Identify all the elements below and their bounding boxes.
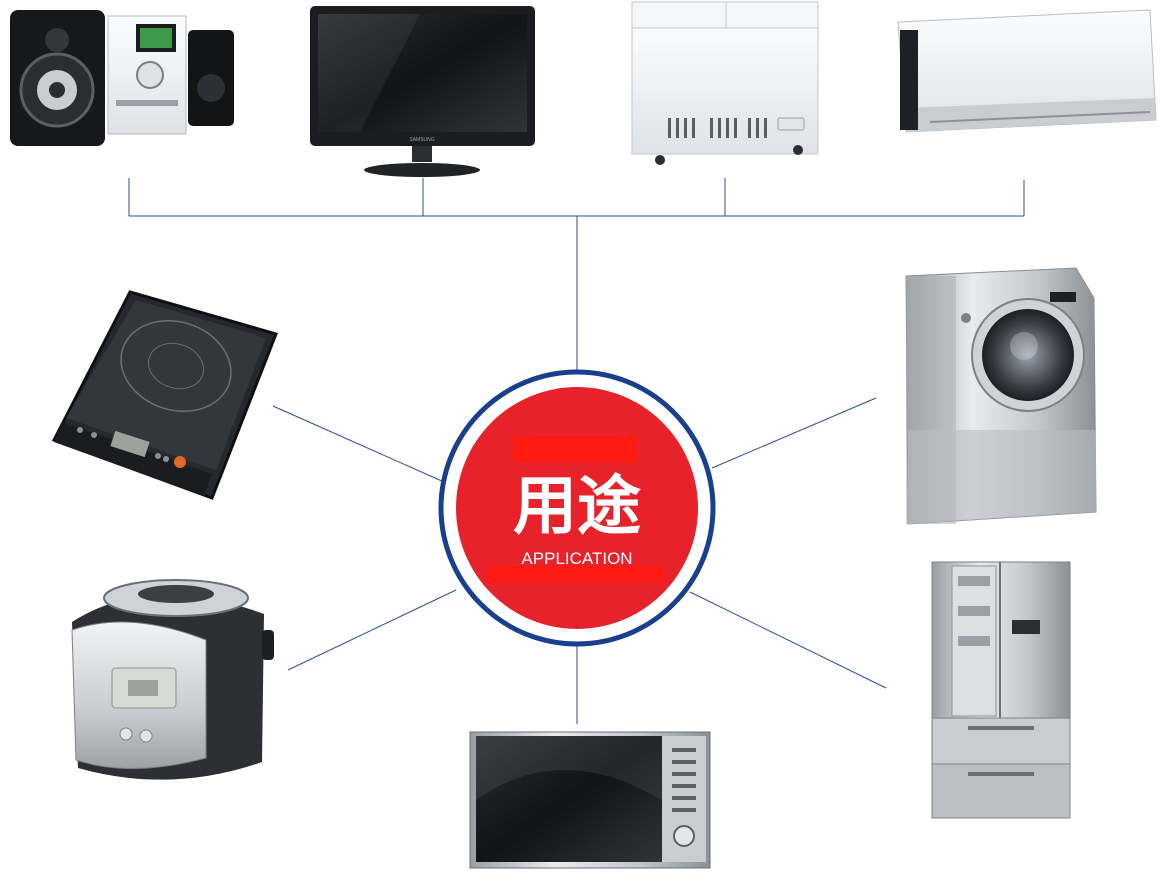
microwave-oven-icon	[469, 731, 711, 869]
washing-machine-icon	[905, 267, 1097, 525]
chest-freezer-icon	[631, 1, 819, 165]
rice-cooker-icon	[71, 579, 274, 780]
center-subtitle: APPLICATION	[521, 549, 632, 568]
refrigerator-icon	[931, 561, 1071, 819]
tv-brand-label: SAMSUNG	[409, 137, 434, 143]
tv-monitor-icon: SAMSUNG	[310, 6, 535, 177]
induction-cooker-icon	[51, 290, 278, 500]
center-title: 用途	[513, 470, 641, 544]
air-conditioner-icon	[897, 9, 1157, 133]
connector-lines	[128, 178, 1025, 724]
center-badge	[438, 369, 716, 647]
stereo-system-icon	[10, 10, 234, 146]
